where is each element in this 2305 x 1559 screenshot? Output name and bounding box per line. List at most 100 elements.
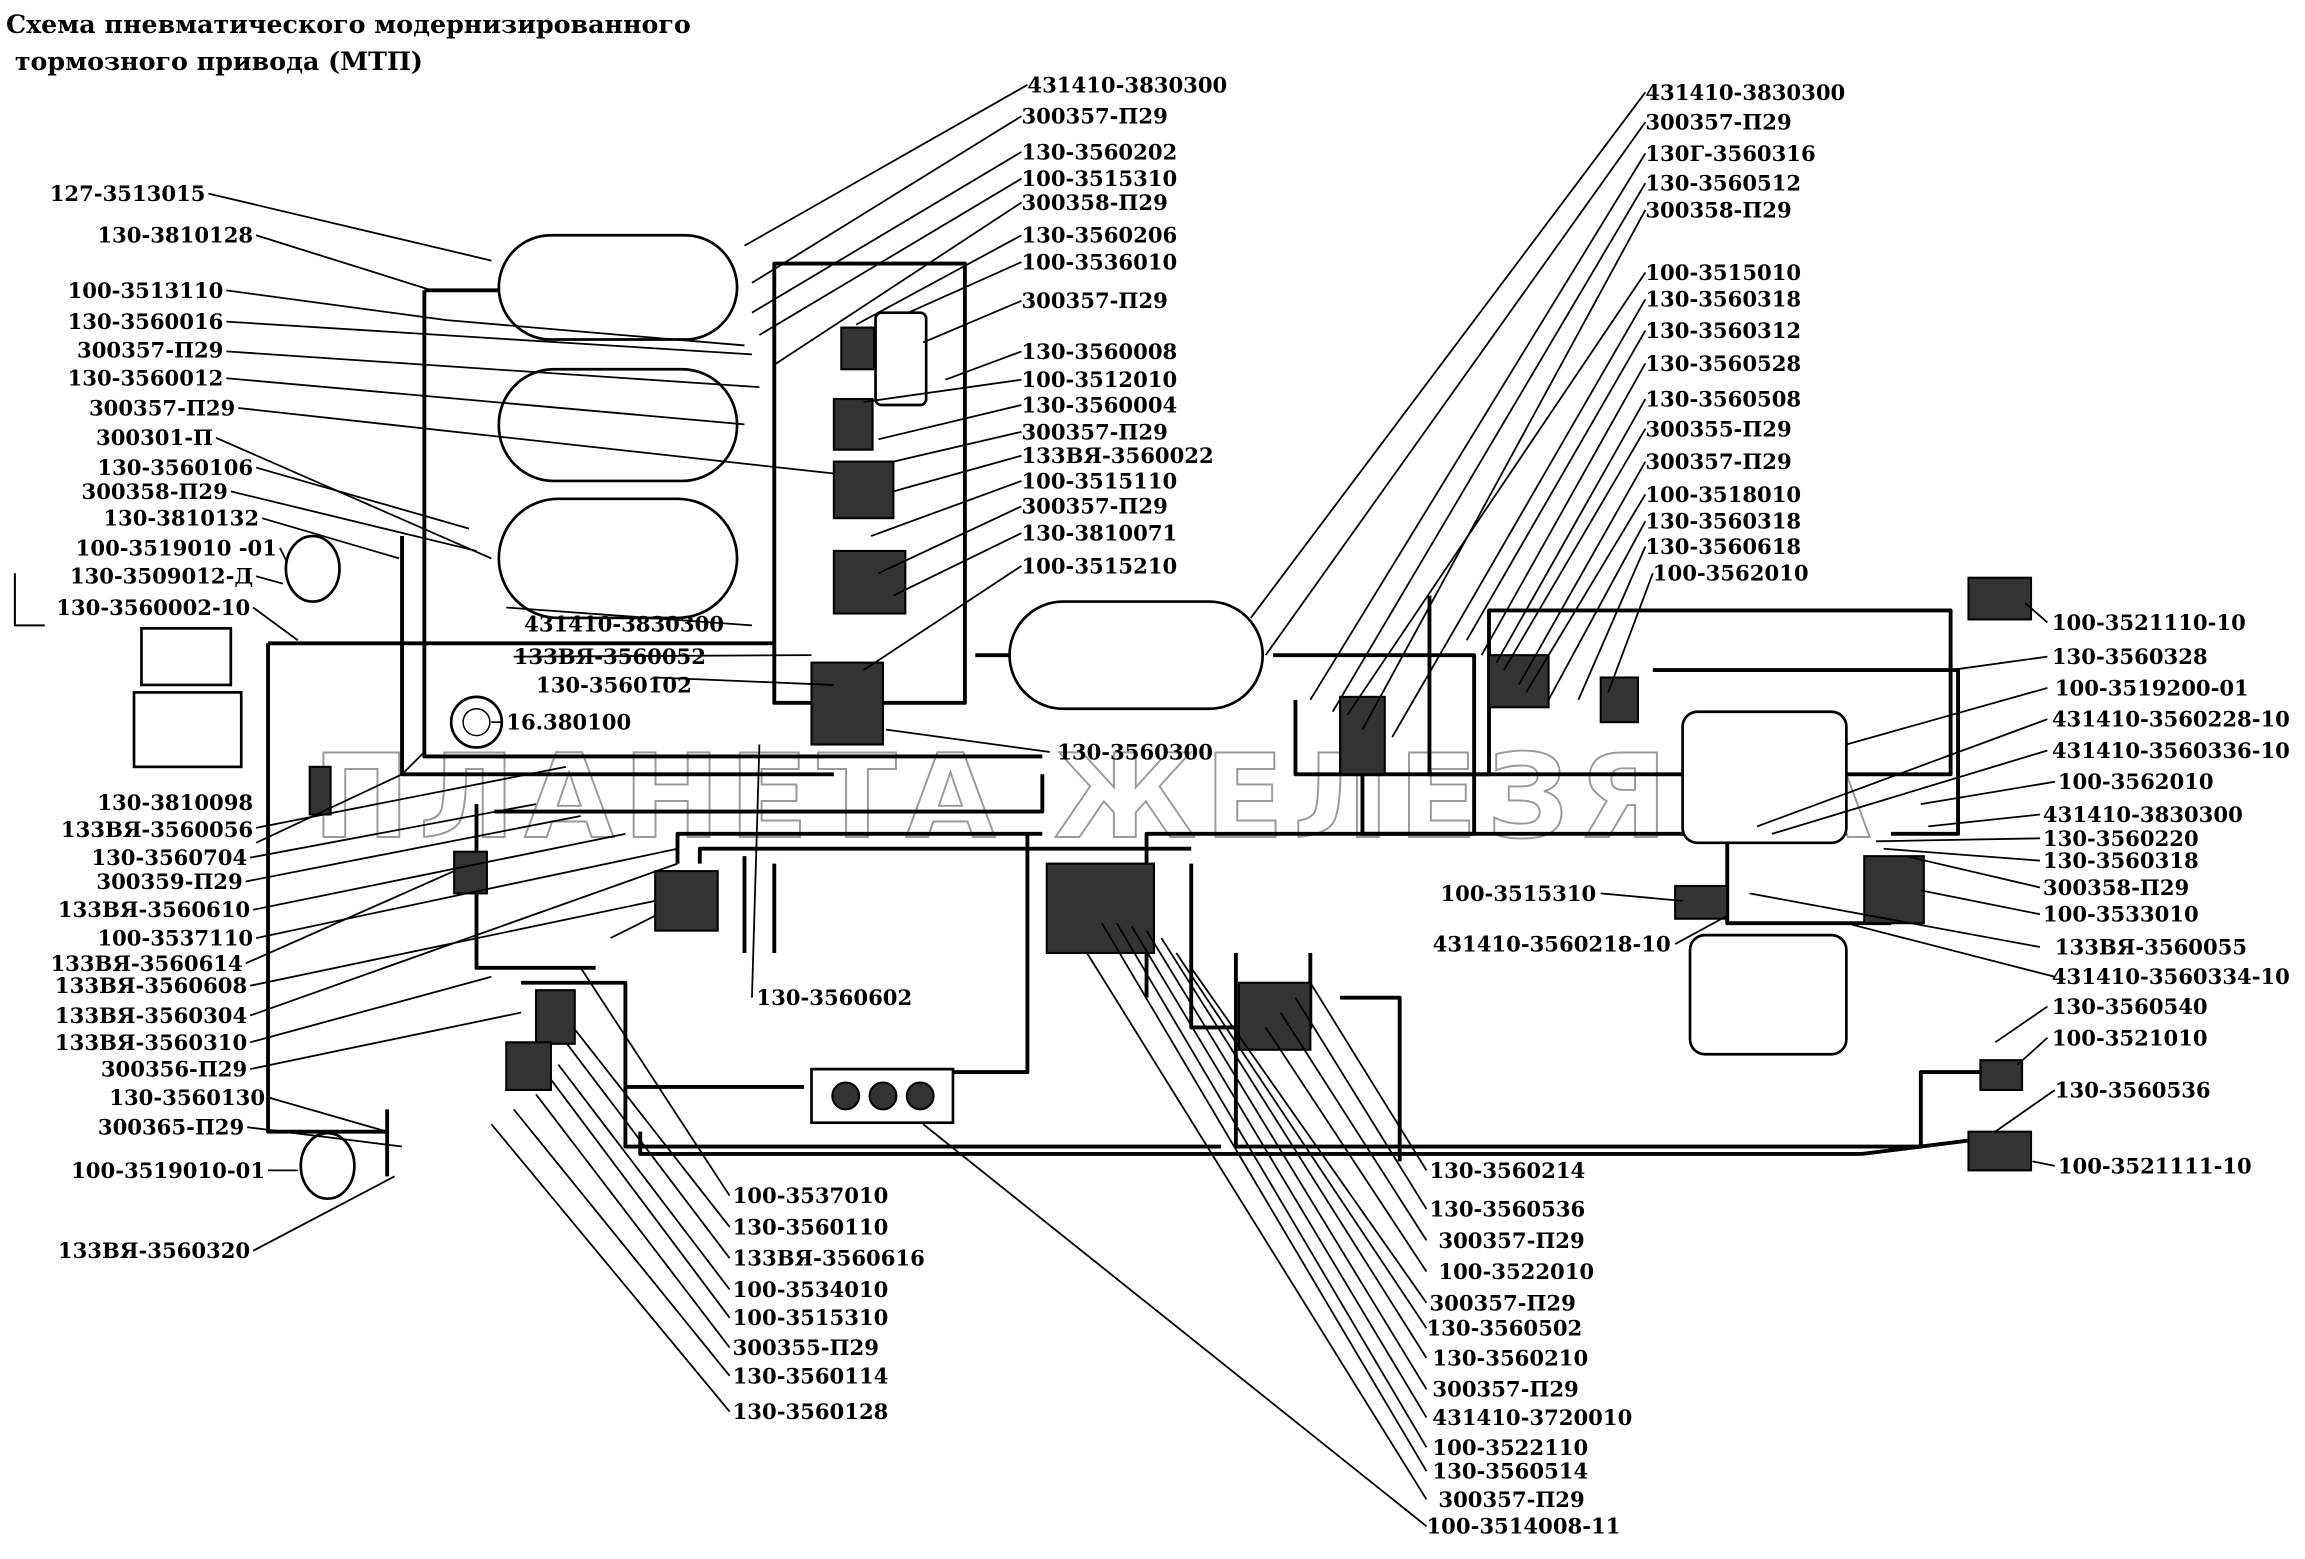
diagram-title-line-1: Схема пневматического модернизированного bbox=[6, 9, 691, 39]
label-100-3562010-r16: 100-3562010 bbox=[1653, 561, 1809, 586]
coupling-head-middle bbox=[1979, 1059, 2024, 1092]
pipe-rear-valve-drop bbox=[1340, 995, 1402, 1162]
leader-lines bbox=[208, 84, 2056, 1527]
brake-chamber-front-left-bottom bbox=[299, 1131, 356, 1200]
label-130-3560318-r7: 130-3560318 bbox=[1645, 287, 1801, 312]
pipe-bottom-loop bbox=[521, 980, 1221, 1149]
label-133vya-3560052: 133ВЯ-3560052 bbox=[514, 644, 706, 669]
label-100-3521110-10: 100-3521110-10 bbox=[2052, 610, 2246, 635]
pipe-quad-valve bbox=[625, 833, 1030, 1089]
pipe-crane-vertical bbox=[742, 856, 777, 953]
label-300357-p29-r2: 300357-П29 bbox=[1645, 110, 1791, 135]
label-431410-3560334-10: 431410-3560334-10 bbox=[2052, 964, 2290, 989]
label-130-3560540: 130-3560540 bbox=[2052, 994, 2208, 1019]
label-431410-3560228-10: 431410-3560228-10 bbox=[2052, 707, 2290, 732]
label-300358-p29-m5: 300358-П29 bbox=[1021, 190, 1167, 215]
label-300357-p29-c5: 300357-П29 bbox=[1429, 1290, 1575, 1315]
label-133vya-3560614: 133ВЯ-3560614 bbox=[50, 951, 242, 976]
pipe-rear-axle bbox=[1725, 833, 1892, 926]
label-300359-p29: 300359-П29 bbox=[96, 869, 242, 894]
label-431410-3830300-r1: 431410-3830300 bbox=[1645, 80, 1845, 105]
parking-brake-handle bbox=[610, 914, 656, 939]
label-130-3560536-e16: 130-3560536 bbox=[2055, 1077, 2211, 1102]
label-300358-p29: 300358-П29 bbox=[82, 479, 228, 504]
protection-valve-1 bbox=[832, 398, 874, 451]
label-431410-3830300-e7: 431410-3830300 bbox=[2043, 802, 2243, 827]
rear-axle-valve bbox=[1863, 855, 1925, 925]
label-300355-p29-b6: 300355-П29 bbox=[733, 1335, 879, 1360]
label-100-3518010: 100-3518010 bbox=[1645, 482, 1801, 507]
valve-left-coupler bbox=[308, 765, 332, 816]
label-100-3515010: 100-3515010 bbox=[1645, 260, 1801, 285]
label-431410-3720010: 431410-3720010 bbox=[1432, 1405, 1632, 1430]
label-130-3560102: 130-3560102 bbox=[536, 672, 692, 697]
label-431410-3830300-m18: 431410-3830300 bbox=[524, 611, 724, 636]
label-127-3513015: 127-3513015 bbox=[50, 181, 206, 206]
rear-distribution-valve bbox=[1339, 695, 1386, 776]
label-130-3560300: 130-3560300 bbox=[1057, 739, 1213, 764]
coupling-head-bottom bbox=[1967, 1130, 2033, 1172]
label-133vya-3560320: 133ВЯ-3560320 bbox=[58, 1238, 250, 1263]
moisture-separator bbox=[874, 311, 928, 407]
four-circuit-valve-port-1 bbox=[831, 1081, 861, 1111]
watermark: ПЛАНЕТА ЖЕЛЕЗЯКА bbox=[313, 730, 1879, 865]
label-300355-p29-r11: 300355-П29 bbox=[1645, 416, 1791, 441]
label-130-3810098: 130-3810098 bbox=[97, 790, 253, 815]
label-300357-p29-a: 300357-П29 bbox=[77, 337, 223, 362]
rear-axle-valve-2 bbox=[1674, 884, 1729, 920]
label-130-3560130: 130-3560130 bbox=[109, 1085, 265, 1110]
label-130-3560106: 130-3560106 bbox=[97, 455, 253, 480]
label-431410-3830300-m1: 431410-3830300 bbox=[1027, 72, 1227, 97]
part-labels: 127-3513015 130-3810128 100-3513110 130-… bbox=[50, 72, 2290, 1538]
compressor-body bbox=[132, 691, 243, 769]
label-130-3560002-10: 130-3560002-10 bbox=[56, 595, 250, 620]
four-circuit-valve-port-2 bbox=[868, 1081, 898, 1111]
label-133vya-3560608: 133ВЯ-3560608 bbox=[55, 973, 247, 998]
label-300357-p29-r12: 300357-П29 bbox=[1645, 449, 1791, 474]
label-300357-p29-m2: 300357-П29 bbox=[1021, 104, 1167, 129]
label-130-3810132: 130-3810132 bbox=[103, 506, 259, 531]
label-100-3515110: 100-3515110 bbox=[1021, 468, 1177, 493]
pipe-bottom-right bbox=[1233, 952, 1996, 1149]
label-130-3560318-r14: 130-3560318 bbox=[1645, 509, 1801, 534]
label-300357-p29-m15: 300357-П29 bbox=[1021, 494, 1167, 519]
valve-left-middle bbox=[453, 850, 488, 895]
four-circuit-valve-port-3 bbox=[905, 1081, 935, 1111]
label-130-3560528: 130-3560528 bbox=[1645, 351, 1801, 376]
label-300357-p29-b: 300357-П29 bbox=[89, 395, 235, 420]
trailer-control-valve bbox=[1487, 654, 1550, 709]
label-133vya-3560056-visible: 133ВЯ-3560056 bbox=[61, 817, 253, 842]
label-130-3560008: 130-3560008 bbox=[1021, 339, 1177, 364]
pipe-left-loop bbox=[266, 641, 775, 1134]
label-100-3512010: 100-3512010 bbox=[1021, 367, 1177, 392]
label-100-3521111-10: 100-3521111-10 bbox=[2058, 1153, 2252, 1178]
label-130-3560202: 130-3560202 bbox=[1021, 139, 1177, 164]
diagram-title-line-2: тормозного привода (МТП) bbox=[15, 46, 423, 76]
label-130-3560602: 130-3560602 bbox=[756, 985, 912, 1010]
label-100-3521010: 100-3521010 bbox=[2052, 1025, 2208, 1050]
label-300357-p29-c8: 300357-П29 bbox=[1432, 1377, 1578, 1402]
label-130-3560210: 130-3560210 bbox=[1432, 1345, 1588, 1370]
label-100-3537010: 100-3537010 bbox=[733, 1183, 889, 1208]
pressure-regulator bbox=[840, 326, 876, 371]
label-130-3560704: 130-3560704 bbox=[91, 845, 247, 870]
label-130-3560220: 130-3560220 bbox=[2043, 826, 2199, 851]
label-300301-p: 300301-П bbox=[96, 425, 213, 450]
label-300365-p29: 300365-П29 bbox=[98, 1115, 244, 1140]
protection-valve-4 bbox=[810, 661, 885, 746]
label-133vya-3560055: 133ВЯ-3560055 bbox=[2055, 934, 2247, 959]
air-receiver-2 bbox=[497, 367, 739, 483]
air-receiver-1 bbox=[497, 233, 739, 341]
label-130-3560312: 130-3560312 bbox=[1645, 318, 1801, 343]
compressor-head bbox=[140, 627, 233, 687]
label-300358-p29-r5: 300358-П29 bbox=[1645, 197, 1791, 222]
label-100-3522110: 100-3522110 bbox=[1432, 1435, 1588, 1460]
label-133vya-3560304: 133ВЯ-3560304 bbox=[55, 1003, 247, 1028]
label-100-3536010: 100-3536010 bbox=[1021, 250, 1177, 275]
label-300357-p29-m12: 300357-П29 bbox=[1021, 419, 1167, 444]
trailer-valve bbox=[1599, 676, 1639, 724]
label-130-3560128: 130-3560128 bbox=[733, 1399, 889, 1424]
label-130-3560012: 130-3560012 bbox=[68, 366, 224, 391]
label-130-3810128: 130-3810128 bbox=[97, 223, 253, 248]
